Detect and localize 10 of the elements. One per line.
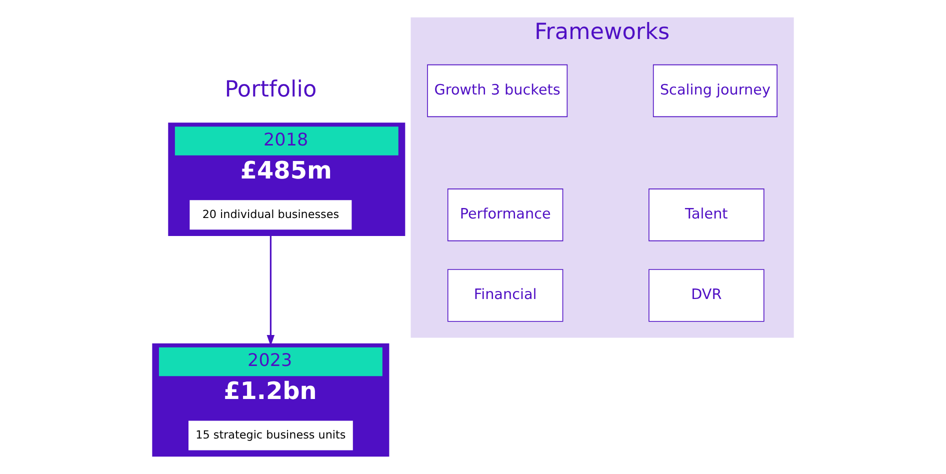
node-box: 15 strategic business units — [188, 420, 353, 450]
arrow — [266, 236, 275, 346]
node-box: Financial — [447, 269, 564, 322]
node-box: DVR — [648, 269, 764, 322]
node-box: Growth 3 buckets — [427, 64, 568, 118]
node-box: 20 individual businesses — [190, 200, 352, 230]
label: Portfolio — [224, 76, 317, 102]
node-box: Performance — [447, 188, 564, 242]
node-box: Talent — [648, 188, 764, 242]
node-box: Scaling journey — [652, 64, 778, 118]
